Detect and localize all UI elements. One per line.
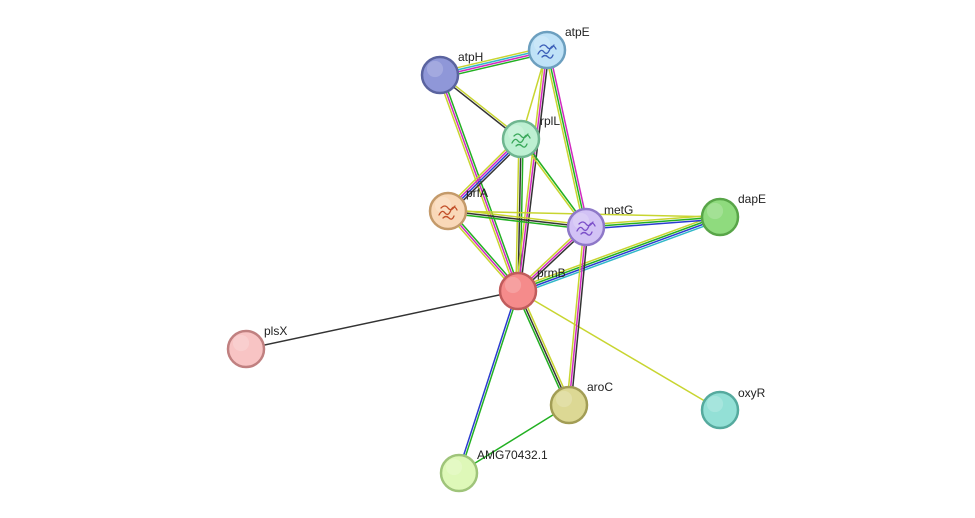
node-atpH[interactable]: atpH [420, 50, 483, 95]
node-prfA[interactable]: prfA [428, 186, 488, 231]
edge-line-neighborhood [458, 404, 570, 474]
edge-line-cooccurrence [586, 218, 721, 230]
node-rplL[interactable]: rplL [501, 114, 560, 159]
edge-line-textmining [515, 138, 520, 291]
edge-line-neighborhood [515, 291, 568, 407]
node-label: prfA [466, 186, 488, 200]
node-circle [566, 207, 606, 247]
node-highlight [232, 334, 250, 352]
node-metG[interactable]: metG [566, 203, 633, 247]
node-circle [700, 197, 740, 237]
node-circle [501, 119, 541, 159]
node-highlight [507, 124, 525, 142]
protein-structure-icon [537, 44, 557, 59]
node-oxyR[interactable]: oxyR [700, 386, 766, 430]
edge-line-neighborhood [517, 215, 720, 291]
node-atpE[interactable]: atpE [527, 25, 590, 70]
node-circle [549, 385, 589, 425]
node-label: AMG70432.1 [477, 448, 548, 462]
node-highlight [445, 458, 463, 476]
edge-line-coexpression [517, 290, 570, 406]
node-highlight [555, 390, 573, 408]
node-label: oxyR [738, 386, 766, 400]
edge-prfA-metG[interactable] [447, 208, 587, 230]
node-highlight [706, 202, 724, 220]
node-label: rplL [540, 114, 560, 128]
edge-line-textmining [517, 290, 721, 411]
edge-prmB-oxyR[interactable] [517, 290, 721, 411]
edge-line-coexpression [245, 290, 519, 350]
node-highlight [572, 212, 590, 230]
protein-structure-icon [511, 133, 531, 148]
node-AMG70432[interactable]: AMG70432.1 [439, 448, 548, 493]
edge-line-textmining [515, 49, 546, 291]
edge-prmB-AMG70432[interactable] [457, 290, 520, 474]
edge-line-textmining [544, 50, 585, 228]
edge-line-experiments [548, 49, 589, 227]
edge-prmB-atpE[interactable] [515, 49, 550, 292]
edge-line-textmining [448, 208, 587, 226]
node-label: atpE [565, 25, 590, 39]
protein-structure-icon [438, 205, 458, 220]
node-prmB[interactable]: prmB [498, 266, 566, 311]
edge-line-neighborhood [459, 291, 520, 474]
node-circle [226, 329, 266, 369]
node-label: prmB [537, 266, 566, 280]
edge-line-neighborhood [447, 212, 586, 230]
node-label: dapE [738, 192, 766, 206]
edge-line-coexpression [570, 227, 589, 406]
edge-prmB-plsX[interactable] [245, 290, 519, 350]
edge-line-neighborhood [546, 49, 587, 228]
protein-structure-icon [576, 221, 596, 236]
edge-layer [245, 46, 722, 474]
node-circle [498, 271, 538, 311]
node-dapE[interactable]: dapE [700, 192, 766, 237]
node-label: plsX [264, 324, 287, 338]
node-aroC[interactable]: aroC [549, 380, 613, 425]
edge-metG-atpE[interactable] [544, 49, 589, 228]
node-label: metG [604, 203, 633, 217]
node-highlight [434, 196, 452, 214]
edge-line-coexpression [447, 210, 587, 228]
edge-aroC-metG[interactable] [566, 226, 589, 406]
edge-line-textmining [566, 226, 585, 405]
node-highlight [504, 276, 522, 294]
edge-aroC-AMG70432[interactable] [458, 404, 570, 474]
edge-line-experiments [439, 74, 519, 292]
node-circle [439, 453, 479, 493]
edge-prmB-aroC[interactable] [515, 289, 572, 407]
edge-line-cooccurrence [457, 290, 518, 473]
edge-line-textmining [516, 213, 720, 289]
edge-prmB-dapE[interactable] [516, 213, 722, 295]
edge-line-databases [518, 219, 722, 295]
node-circle [527, 30, 567, 70]
node-highlight [706, 395, 724, 413]
edge-prmB-rplL[interactable] [515, 138, 524, 292]
node-circle [428, 191, 468, 231]
edge-line-experiments [568, 226, 587, 406]
edge-line-coexpression [519, 50, 550, 292]
node-circle [420, 55, 460, 95]
node-circle [700, 390, 740, 430]
node-layer: prmB atpH atpE rplL prfA metG dapE plsX aroC oxyR… [226, 25, 766, 493]
edge-line-neighborhood [585, 216, 721, 228]
node-label: aroC [587, 380, 613, 394]
node-plsX[interactable]: plsX [226, 324, 287, 369]
node-label: atpH [458, 50, 483, 64]
edge-line-textmining [519, 289, 572, 405]
node-highlight [533, 35, 551, 53]
edge-line-cooccurrence [518, 217, 721, 293]
node-highlight [426, 60, 444, 78]
edge-line-experiments [517, 49, 548, 292]
